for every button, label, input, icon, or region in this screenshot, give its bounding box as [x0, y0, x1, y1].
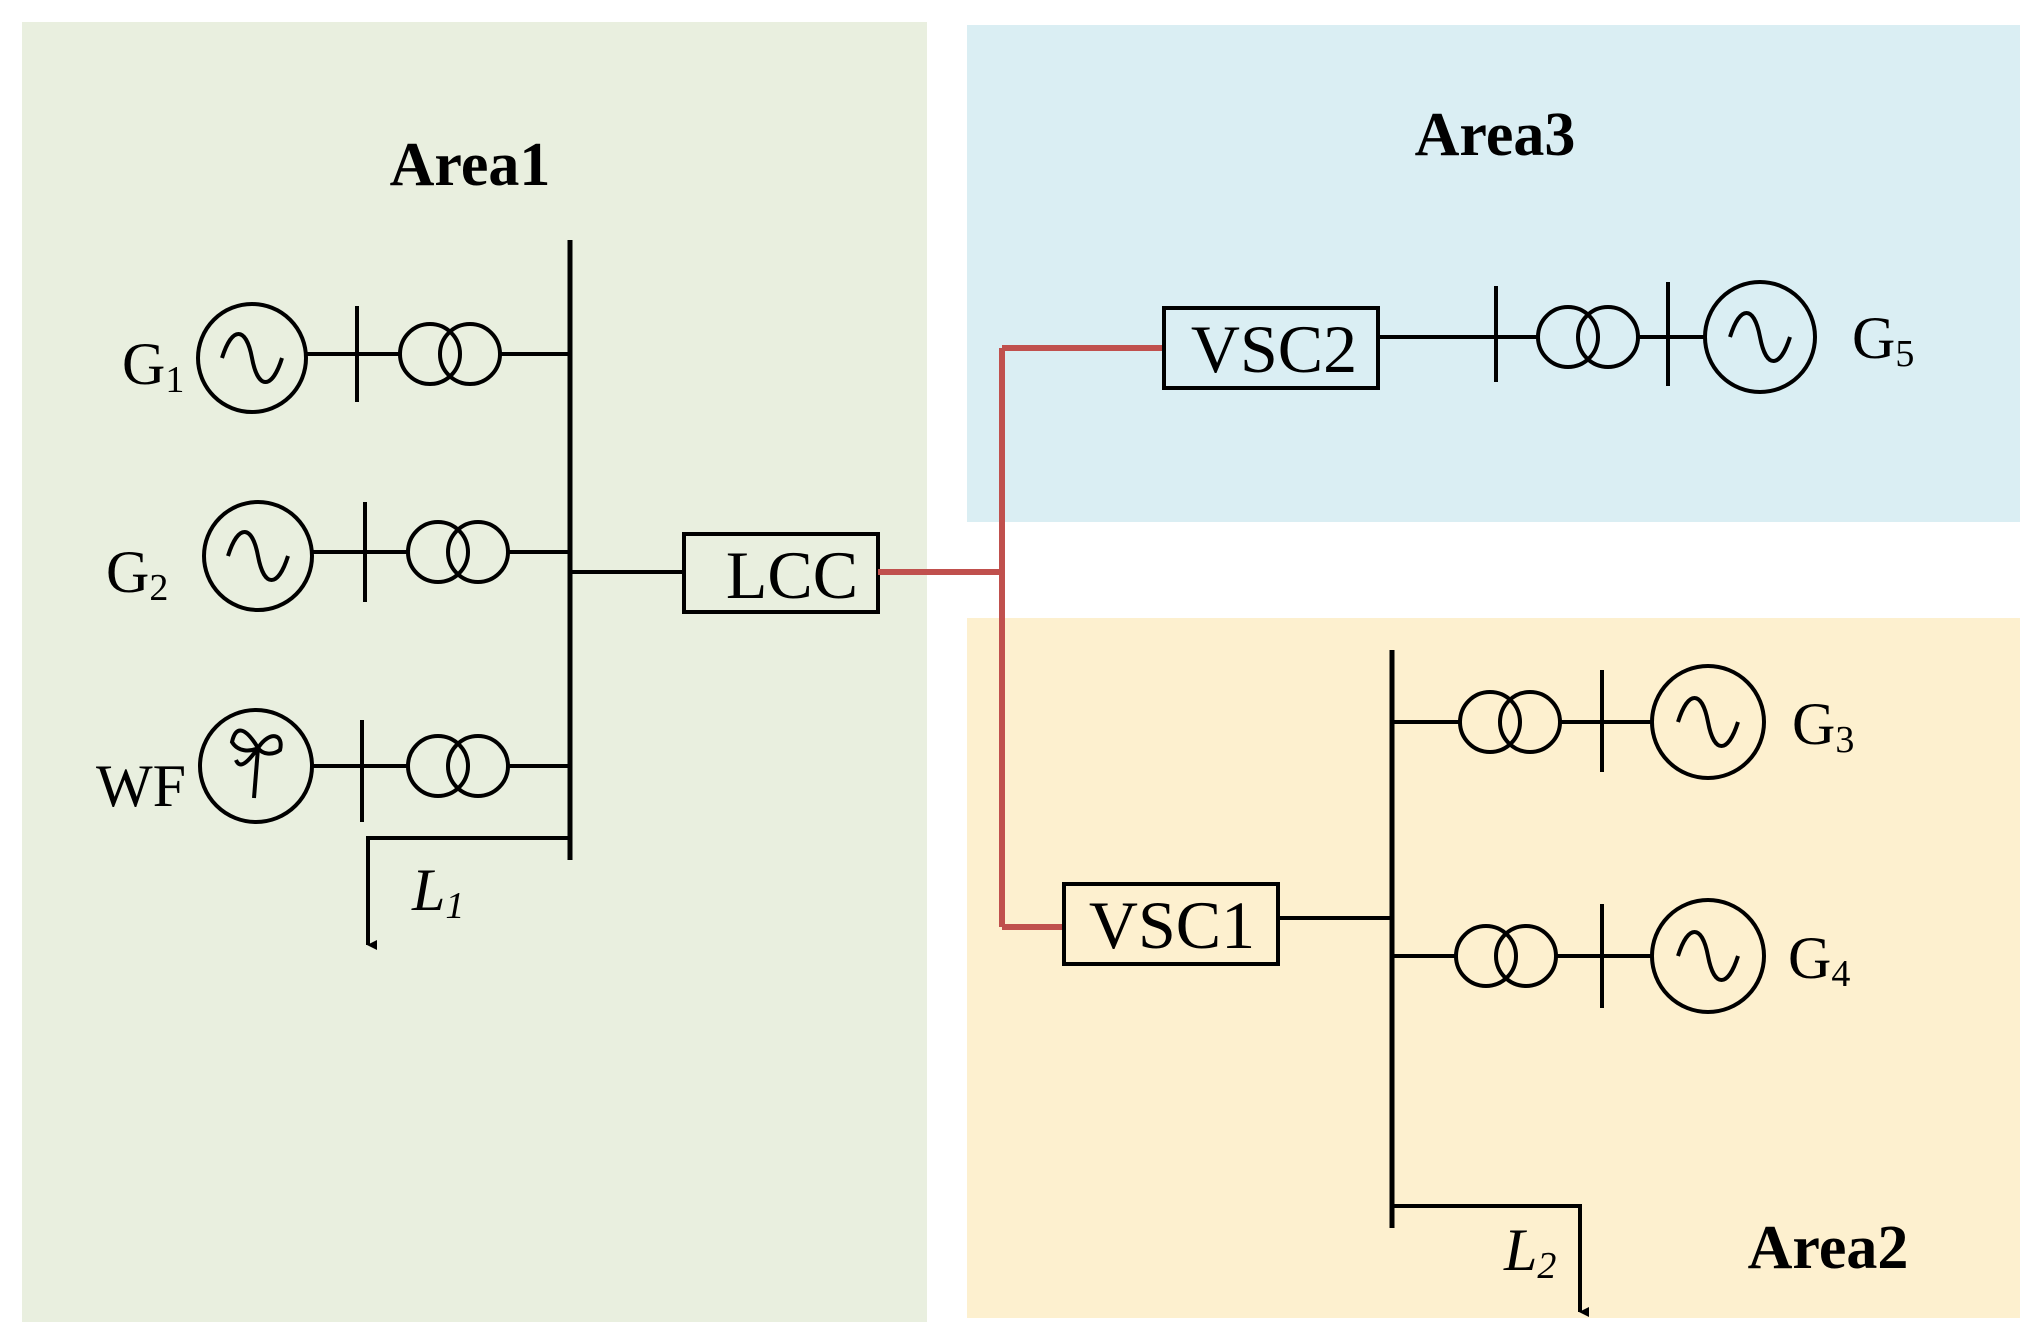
- area2-region: [967, 618, 2020, 1318]
- wf-label: WF: [96, 753, 186, 819]
- area3-label: Area3: [1415, 101, 1576, 169]
- vsc2-label: VSC2: [1191, 311, 1357, 387]
- dc-network: [878, 345, 1164, 930]
- vsc1-label: VSC1: [1089, 887, 1255, 963]
- g2-label: G2: [106, 539, 168, 609]
- area2-label: Area2: [1748, 1214, 1909, 1282]
- area1-label: Area1: [390, 131, 551, 199]
- g3-transformer-icon: [1458, 690, 1522, 754]
- l2-load: L2: [1392, 1204, 1589, 1317]
- g4-branch: G4: [1392, 898, 1850, 1014]
- area3-region: [967, 25, 2020, 522]
- g3-branch: G3: [1392, 664, 1854, 780]
- l2-label: L2: [1503, 1217, 1556, 1287]
- g2-branch: G2: [106, 500, 570, 612]
- g2-transformer-icon: [406, 520, 470, 584]
- l1-load: L1: [366, 836, 570, 950]
- wf-branch: WF: [96, 708, 570, 824]
- vsc2-converter-box: [1162, 306, 1380, 390]
- g1-branch: G1: [122, 302, 570, 414]
- l1-label: L1: [411, 857, 464, 927]
- g5-branch: G5: [1378, 280, 1914, 394]
- g4-generator-icon: [1650, 898, 1766, 1014]
- g1-label: G1: [122, 331, 184, 401]
- vsc1-converter-box: [1062, 882, 1280, 966]
- g5-label: G5: [1852, 305, 1914, 375]
- wf-transformer-icon: [406, 734, 470, 798]
- g3-label: G3: [1792, 691, 1854, 761]
- g2-generator-icon: [202, 500, 314, 612]
- g4-transformer-icon: [1454, 924, 1518, 988]
- g1-transformer-icon: [398, 322, 462, 386]
- g1-generator-icon: [196, 302, 308, 414]
- g5-generator-icon: [1703, 280, 1817, 394]
- g4-label: G4: [1788, 925, 1850, 995]
- area1-region: [22, 22, 927, 1322]
- g3-generator-icon: [1650, 664, 1766, 780]
- g5-transformer-icon: [1536, 305, 1600, 369]
- lcc-label: LCC: [726, 537, 858, 613]
